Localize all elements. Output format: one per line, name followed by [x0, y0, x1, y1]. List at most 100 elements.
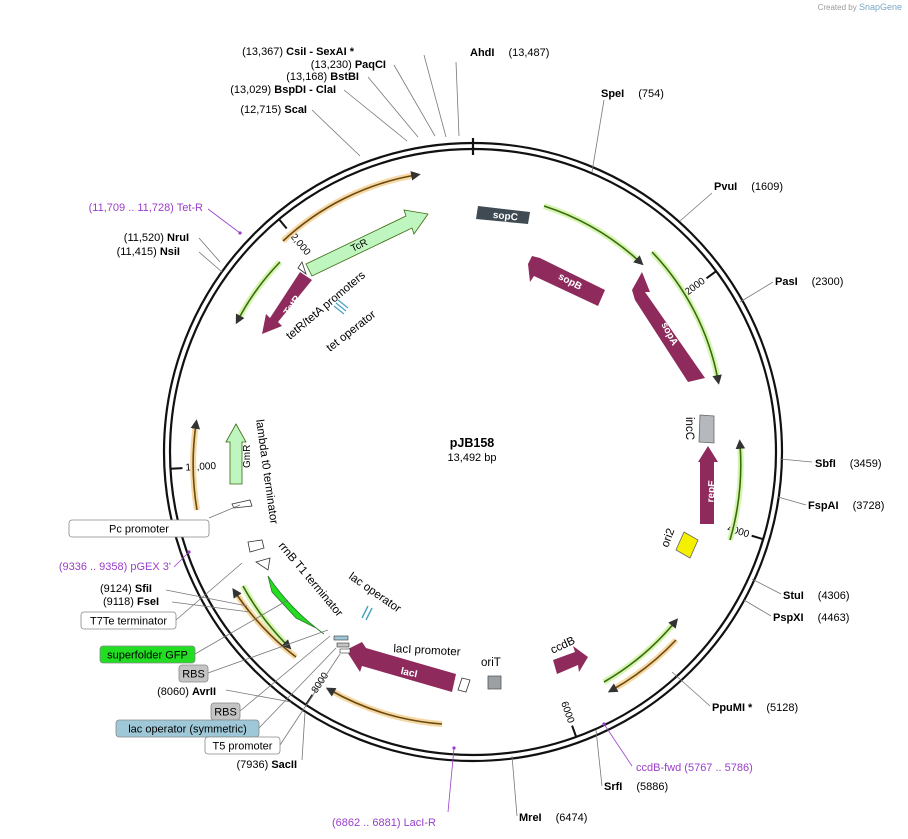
label-ori2: ori2 [660, 527, 678, 549]
site-label[interactable]: (11,520) NruI [124, 232, 189, 244]
label-lacI: lacI [400, 666, 419, 680]
feature-pc-promoter[interactable] [247, 539, 265, 553]
primer-mark [187, 550, 191, 554]
label-GmR: GmR [242, 445, 253, 468]
feature-box-label: Pc promoter [109, 524, 169, 536]
feature-ccdB[interactable] [553, 646, 588, 674]
feature-box-label: T5 promoter [213, 741, 273, 753]
feature-box[interactable] [115, 719, 260, 738]
site-label[interactable]: MreI(6474) [519, 812, 587, 824]
feature-box-leader [175, 562, 243, 621]
scale-tick [705, 270, 717, 280]
feature-TetR[interactable] [262, 272, 312, 334]
feature-tetR-tetA-promoters[interactable] [297, 261, 307, 276]
snapgene-logo: SnapGene [858, 2, 902, 12]
site-label[interactable]: PpuMI *(5128) [712, 702, 798, 714]
feature-sfGFP-arrow[interactable] [267, 575, 325, 635]
scale-tick [751, 534, 764, 541]
site-leader [198, 251, 223, 273]
site-leader [779, 458, 813, 463]
scale-tick [170, 467, 183, 470]
site-label[interactable]: (13,029) BspDI - ClaI [230, 84, 336, 96]
site-label[interactable]: PvuI(1609) [714, 181, 783, 193]
site-label[interactable]: (13,367) CsiI - SexAI * [242, 46, 355, 58]
site-label[interactable]: SrfI(5886) [604, 781, 668, 793]
site-leader [393, 64, 436, 137]
feature-box-label: RBS [214, 707, 237, 719]
site-label[interactable]: SpeI(754) [601, 88, 664, 100]
scale-tick [278, 218, 288, 230]
feature-box-label: T7Te terminator [90, 616, 167, 628]
site-label[interactable]: AhdI(13,487) [470, 47, 549, 59]
site-label[interactable]: PspXI(4463) [773, 612, 849, 624]
scale-tick-label: 10,000 [185, 461, 217, 474]
feature-incC[interactable] [698, 414, 715, 444]
site-leader [343, 89, 408, 142]
feature-box-leader [207, 629, 329, 674]
primer-label[interactable]: (9336 .. 9358) pGEX 3' [59, 561, 171, 573]
label-sopC: sopC [492, 210, 518, 224]
feature-repE[interactable] [698, 446, 718, 524]
label-lacI-promoter: lacI promoter [393, 643, 461, 659]
feature-lac-operator[interactable] [361, 605, 373, 621]
primer-leader [207, 208, 241, 234]
feature-lacI-promoter[interactable] [457, 677, 471, 693]
scale-tick [305, 694, 314, 706]
site-label[interactable]: (13,168) BstBI [286, 71, 359, 83]
primer-label[interactable]: ccdB-fwd (5767 .. 5786) [636, 762, 753, 774]
site-leader [595, 729, 603, 787]
feature-box[interactable] [204, 736, 281, 755]
site-label[interactable]: (13,230) PaqCI [311, 59, 386, 71]
site-label[interactable]: (11,415) NsiI [117, 246, 180, 258]
label-repE: repE [705, 479, 718, 502]
site-leader [739, 281, 774, 303]
feature-box[interactable] [178, 664, 209, 683]
label-lac-operator: lac operator [346, 571, 403, 616]
site-label[interactable]: PasI(2300) [775, 276, 843, 288]
feature-sopB[interactable] [528, 256, 605, 306]
site-leader [671, 671, 711, 707]
orf-arcs [190, 171, 746, 727]
site-leader [301, 711, 306, 761]
feature-TcR[interactable] [305, 209, 429, 277]
feature-box-label: RBS [182, 669, 205, 681]
feature-oriT[interactable] [487, 675, 502, 690]
primer-label[interactable]: (11,709 .. 11,728) Tet-R [89, 202, 203, 214]
site-leader [367, 76, 419, 138]
site-leader [455, 61, 460, 137]
feature-sopA[interactable] [632, 272, 705, 382]
site-label[interactable]: (7936) SacII [236, 759, 297, 771]
label-tet-operator: tet operator [324, 309, 378, 355]
site-label[interactable]: (9118) FseI [103, 596, 159, 608]
site-label[interactable]: FspAI(3728) [808, 500, 884, 512]
site-label[interactable]: (9124) SfiI [100, 583, 152, 595]
site-label[interactable]: (12,715) ScaI [240, 104, 307, 116]
feature-ori2[interactable] [675, 531, 699, 559]
scale-tick [571, 725, 578, 738]
site-label[interactable]: StuI(4306) [783, 590, 850, 602]
feature-box[interactable] [68, 519, 210, 538]
site-labels: AhdI(13,487) SpeI(754) PvuI(1609) PasI(2300… [100, 46, 884, 824]
feature-GmR[interactable] [225, 423, 247, 485]
site-label[interactable]: SbfI(3459) [815, 458, 882, 470]
site-leader [591, 99, 605, 173]
feature-box-leader [258, 647, 337, 729]
feature-sopC[interactable] [476, 206, 530, 224]
feature-rrnB-T1[interactable] [255, 557, 271, 571]
scale-tick-label: 6000 [558, 700, 576, 725]
site-label[interactable]: (8060) AvrII [157, 686, 216, 698]
small-feature-cluster [333, 635, 351, 654]
feature-tet-operator[interactable] [333, 299, 349, 315]
snapgene-credit: Created by SnapGene [818, 2, 902, 12]
primer-label[interactable]: (6862 .. 6881) LacI-R [332, 817, 436, 829]
primer-leader [603, 723, 633, 767]
feature-box[interactable] [80, 611, 177, 630]
feature-lacI[interactable] [346, 642, 456, 692]
feature-box-label: lac operator (symmetric) [128, 724, 247, 736]
plasmid-name: pJB158 [450, 436, 495, 450]
feature-box[interactable] [99, 645, 196, 664]
primer-leader [173, 551, 190, 568]
primer-mark [452, 746, 456, 750]
